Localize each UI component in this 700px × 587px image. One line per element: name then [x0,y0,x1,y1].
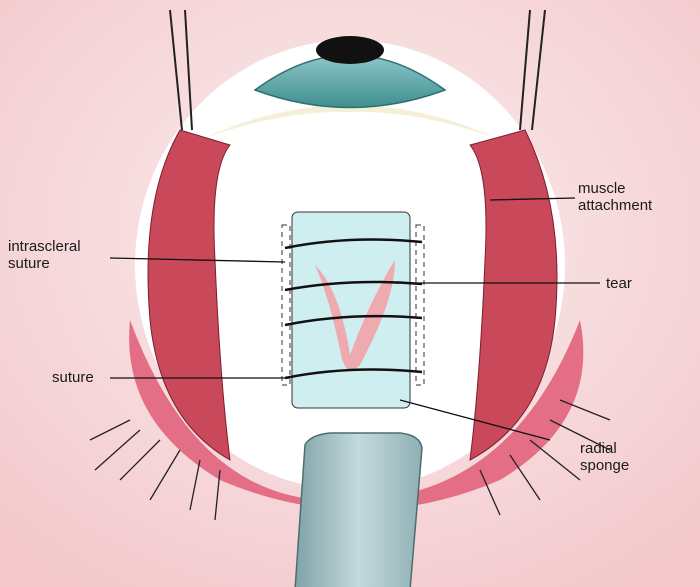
scleral-bite-right [415,224,425,386]
label-line: muscle [578,180,626,197]
right-rectus-muscle [469,129,558,461]
label-muscle-attachment: muscle attachment [578,180,652,214]
label-tear: tear [606,275,632,292]
radial-sponge [291,211,411,409]
eyelashes [89,399,611,521]
scleral-bite-left [281,224,291,386]
label-intrascleral-suture: intrascleral suture [8,238,81,272]
label-line: radial [580,440,617,457]
right-traction-suture [519,9,531,131]
label-radial-sponge: radial sponge [580,440,629,474]
pupil [316,36,384,64]
leader-lines [109,197,600,441]
label-line: attachment [578,197,653,214]
left-traction-suture [169,9,183,131]
cornea [253,54,447,109]
label-line: intrascleral [8,238,81,255]
label-suture: suture [52,369,94,386]
label-line: sponge [580,457,630,474]
label-line: suture [8,255,50,272]
limbus-shade [200,105,500,140]
right-traction-suture [531,9,546,131]
retractor [294,432,423,587]
left-traction-suture [184,9,193,131]
